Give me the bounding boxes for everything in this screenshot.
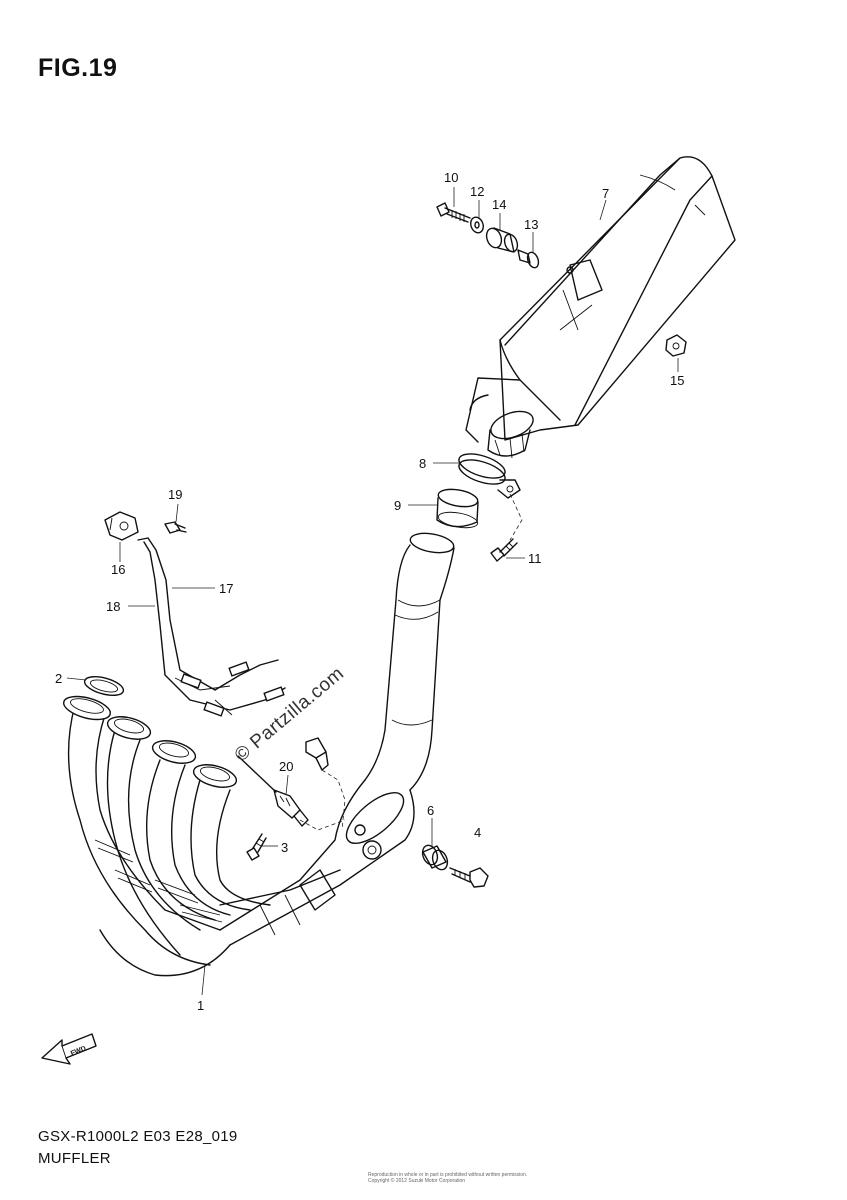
callout-1[interactable]: 1 — [197, 998, 204, 1013]
callout-16[interactable]: 16 — [111, 562, 125, 577]
muffler-gasket[interactable] — [436, 487, 479, 531]
muffler-mount-bolt[interactable] — [436, 202, 471, 223]
muffler-clamp[interactable] — [456, 449, 521, 499]
clamp-bolt[interactable] — [490, 538, 518, 562]
sensor-bracket[interactable] — [104, 511, 139, 541]
figure-title: FIG.19 — [38, 54, 118, 82]
exhaust-pipe-gasket[interactable] — [83, 673, 126, 699]
callout-15[interactable]: 15 — [670, 373, 684, 388]
callout-17[interactable]: 17 — [219, 581, 233, 596]
fwd-arrow-icon: FWD — [41, 1033, 97, 1065]
callout-8[interactable]: 8 — [419, 456, 426, 471]
copyright-line-1: Reproduction in whole or in part is proh… — [368, 1172, 528, 1178]
fwd-label: FWD — [70, 1045, 87, 1057]
exhaust-sensor[interactable] — [237, 755, 309, 827]
muffler-mount-grommet[interactable] — [484, 226, 520, 253]
callout-3[interactable]: 3 — [281, 840, 288, 855]
leader-lines — [66, 187, 679, 996]
callout-4[interactable]: 4 — [474, 825, 481, 840]
callout-7[interactable]: 7 — [602, 186, 609, 201]
sensor-lead-wire[interactable] — [137, 537, 286, 717]
muffler-mount-nut[interactable] — [665, 334, 687, 357]
muffler-body[interactable] — [465, 156, 736, 459]
sensor-bracket-screw[interactable] — [164, 521, 187, 534]
callout-6[interactable]: 6 — [427, 803, 434, 818]
callout-19[interactable]: 19 — [168, 487, 182, 502]
callout-10[interactable]: 10 — [444, 170, 458, 185]
figure-code: GSX-R1000L2 E03 E28_019 — [38, 1128, 238, 1145]
callout-12[interactable]: 12 — [470, 184, 484, 199]
exhaust-pipe-assembly[interactable] — [61, 530, 455, 977]
callout-11[interactable]: 11 — [528, 551, 542, 566]
mount-cushion[interactable] — [420, 843, 450, 872]
muffler-mount-washer[interactable] — [469, 215, 486, 234]
pipe-bolt[interactable] — [246, 833, 267, 861]
callout-14[interactable]: 14 — [492, 197, 506, 212]
sensor-grommet[interactable] — [305, 737, 329, 771]
figure-name: MUFFLER — [38, 1150, 111, 1167]
callout-13[interactable]: 13 — [524, 217, 538, 232]
callout-20[interactable]: 20 — [279, 759, 293, 774]
callout-9[interactable]: 9 — [394, 498, 401, 513]
mount-bolt[interactable] — [449, 867, 489, 888]
copyright-notice: Reproduction in whole or in part is proh… — [368, 1172, 527, 1184]
copyright-line-2: Copyright © 2012 Suzuki Motor Corporatio… — [368, 1178, 466, 1184]
callout-2[interactable]: 2 — [55, 671, 62, 686]
callout-18[interactable]: 18 — [106, 599, 120, 614]
muffler-mount-collar[interactable] — [517, 249, 540, 269]
callouts: 1 2 3 4 6 7 8 9 10 11 12 13 14 15 16 17 … — [55, 170, 684, 1013]
